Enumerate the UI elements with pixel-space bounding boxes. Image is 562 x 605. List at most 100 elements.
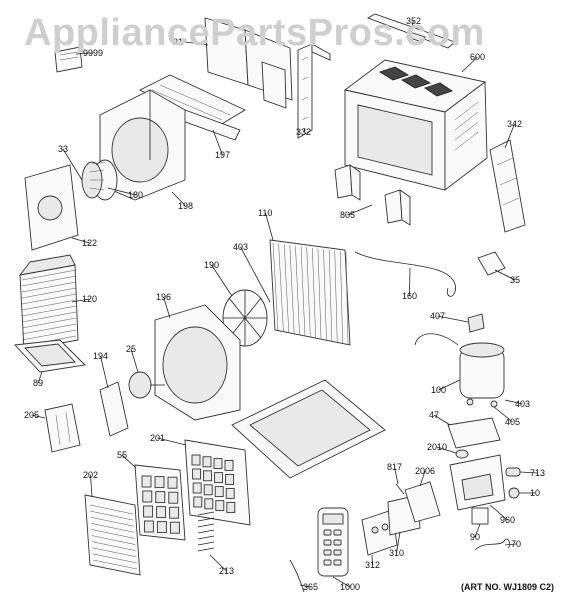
part-label-960[interactable]: 960 <box>500 515 515 525</box>
part-35-drawing[interactable] <box>477 251 506 276</box>
part-180-drawing[interactable] <box>81 159 118 201</box>
part-label-9999[interactable]: 9999 <box>83 48 103 58</box>
base-pan-drawing[interactable] <box>231 379 386 479</box>
part-205-drawing[interactable] <box>44 403 81 453</box>
leader-line-352 <box>409 20 414 33</box>
part-label-600[interactable]: 600 <box>470 52 485 62</box>
part-label-817[interactable]: 817 <box>387 462 402 472</box>
part-2010-drawing[interactable] <box>447 417 501 459</box>
part-label-332[interactable]: 332 <box>296 127 311 137</box>
part-713-drawing[interactable] <box>505 467 521 477</box>
part-label-25[interactable]: 25 <box>126 344 136 354</box>
part-label-202[interactable]: 202 <box>83 470 98 480</box>
part-label-21[interactable]: 21 <box>173 37 183 47</box>
leader-line-180 <box>107 187 136 196</box>
part-label-1000[interactable]: 1000 <box>340 582 360 592</box>
part-label-120[interactable]: 120 <box>82 294 97 304</box>
leader-line-9999 <box>75 52 94 55</box>
leader-line-407 <box>437 315 469 323</box>
part-label-407[interactable]: 407 <box>430 311 445 321</box>
part-label-190[interactable]: 190 <box>204 260 219 270</box>
part-100-drawing[interactable] <box>414 333 505 399</box>
part-120-drawing[interactable] <box>18 254 79 351</box>
part-label-201[interactable]: 201 <box>150 433 165 443</box>
part-label-122[interactable]: 122 <box>82 238 97 248</box>
leader-line-25 <box>130 348 139 373</box>
leader-line-196 <box>163 296 171 319</box>
part-label-403a[interactable]: 403 <box>233 242 248 252</box>
part-960-drawing[interactable] <box>449 454 506 511</box>
part-70-drawing[interactable] <box>474 538 511 551</box>
part-25-drawing[interactable] <box>128 371 165 399</box>
part-label-196[interactable]: 196 <box>156 292 171 302</box>
part-label-33[interactable]: 33 <box>58 144 68 154</box>
leader-line-365 <box>299 584 311 588</box>
part-label-10[interactable]: 10 <box>530 488 540 498</box>
part-342-drawing[interactable] <box>489 139 526 233</box>
part-21-drawing[interactable] <box>204 17 293 109</box>
part-805-drawing[interactable] <box>334 164 411 226</box>
part-198-drawing[interactable] <box>99 89 186 201</box>
part-label-405[interactable]: 405 <box>505 417 520 427</box>
part-213-drawing[interactable] <box>197 511 215 552</box>
part-332-drawing[interactable] <box>297 43 331 139</box>
part-1000-drawing[interactable] <box>317 507 349 577</box>
part-90-drawing[interactable] <box>471 507 489 525</box>
part-label-47[interactable]: 47 <box>429 410 439 420</box>
part-817-drawing[interactable] <box>395 483 405 495</box>
part-label-70[interactable]: 70 <box>511 539 521 549</box>
part-label-35[interactable]: 35 <box>510 275 520 285</box>
part-label-90[interactable]: 90 <box>470 532 480 542</box>
part-label-110[interactable]: 110 <box>258 208 272 218</box>
part-9999-drawing[interactable] <box>54 46 83 73</box>
part-190-drawing[interactable] <box>222 289 268 347</box>
callout-layer: 9999 21 352 600 33 180 197 198 332 342 805 122 110 40… <box>24 16 545 592</box>
part-197-drawing[interactable] <box>138 74 246 141</box>
part-label-805[interactable]: 805 <box>340 210 355 220</box>
part-label-2006[interactable]: 2006 <box>415 466 435 476</box>
part-label-194[interactable]: 194 <box>93 351 108 361</box>
part-label-89[interactable]: 89 <box>33 378 43 388</box>
part-600-drawing[interactable] <box>343 59 488 191</box>
part-label-352[interactable]: 352 <box>406 16 421 26</box>
part-10-drawing[interactable] <box>508 487 520 499</box>
part-label-197[interactable]: 197 <box>215 150 230 160</box>
part-312-drawing[interactable] <box>361 509 398 556</box>
part-label-2010[interactable]: 2010 <box>427 442 447 452</box>
part-label-342[interactable]: 342 <box>507 119 522 129</box>
part-label-160[interactable]: 160 <box>402 291 417 301</box>
leader-line-55 <box>121 454 137 469</box>
part-55-drawing[interactable] <box>134 464 186 541</box>
part-label-365[interactable]: 365 <box>303 582 318 592</box>
part-label-205[interactable]: 205 <box>24 410 39 420</box>
part-194-drawing[interactable] <box>99 381 129 437</box>
part-label-213[interactable]: 213 <box>219 566 234 576</box>
leader-line-47 <box>433 414 451 426</box>
part-label-180[interactable]: 180 <box>128 190 143 200</box>
part-label-100[interactable]: 100 <box>431 385 446 395</box>
part-201-drawing[interactable] <box>184 439 251 526</box>
part-122-drawing[interactable] <box>24 164 79 251</box>
leader-line-21 <box>184 41 209 46</box>
leader-line-2006 <box>419 470 426 487</box>
part-2006-drawing[interactable] <box>404 481 441 523</box>
part-label-403b[interactable]: 403 <box>515 399 530 409</box>
leader-line-332 <box>303 127 306 133</box>
part-352-drawing[interactable] <box>366 13 456 49</box>
part-label-713[interactable]: 713 <box>530 468 545 478</box>
leader-line-194 <box>100 355 109 389</box>
part-407-drawing[interactable] <box>467 313 485 333</box>
leader-line-403b <box>504 399 523 405</box>
part-label-312[interactable]: 312 <box>365 560 380 570</box>
part-label-198[interactable]: 198 <box>178 201 193 211</box>
part-405-drawing[interactable] <box>466 398 498 408</box>
part-365-drawing[interactable] <box>289 559 305 593</box>
part-196-drawing[interactable] <box>154 304 241 421</box>
part-label-310[interactable]: 310 <box>389 548 404 558</box>
part-110-drawing[interactable] <box>269 239 351 346</box>
part-202-drawing[interactable] <box>84 494 141 576</box>
part-160-drawing[interactable] <box>354 251 456 297</box>
leader-line-33 <box>62 148 83 181</box>
part-label-55[interactable]: 55 <box>117 450 127 460</box>
part-89-drawing[interactable] <box>14 339 86 373</box>
